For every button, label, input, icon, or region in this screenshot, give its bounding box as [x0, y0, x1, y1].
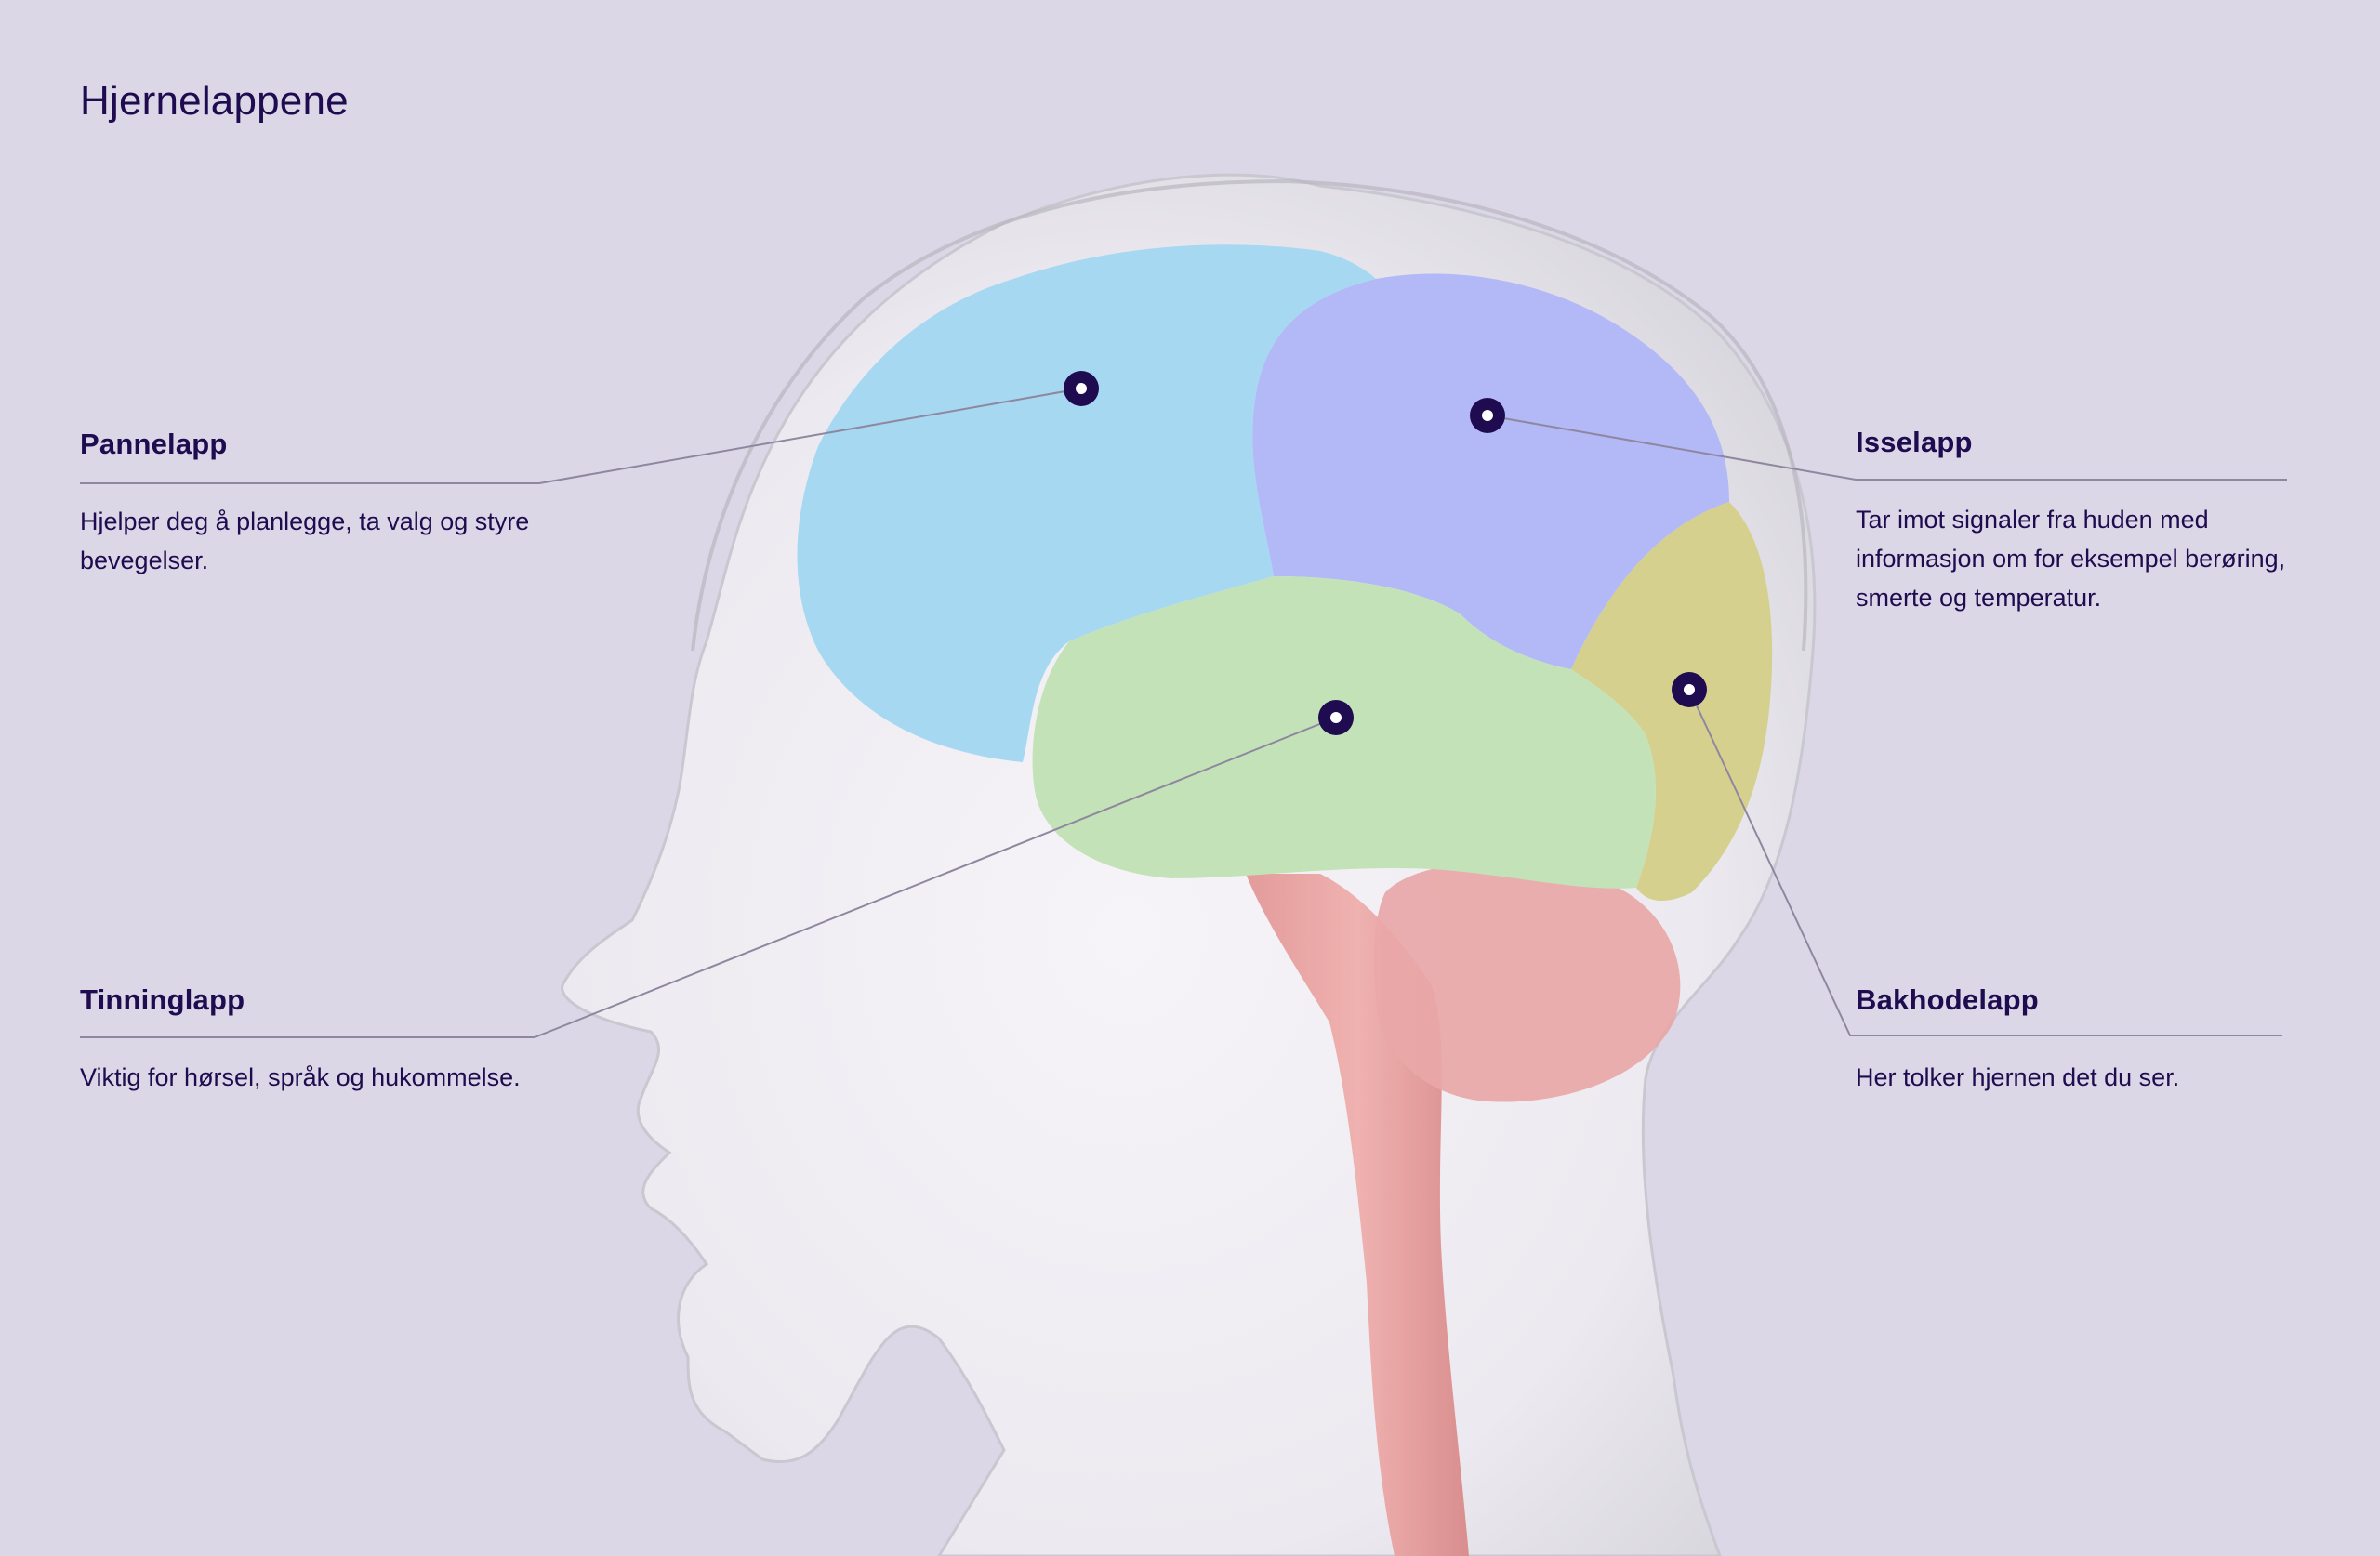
leader-lines: [80, 388, 2287, 1038]
marker-temporal[interactable]: [1318, 700, 1354, 735]
label-frontal: Pannelapp Hjelper deg å planlegge, ta va…: [80, 428, 563, 580]
lobe-name-occipital: Bakhodelapp: [1856, 983, 2039, 1016]
label-parietal: Isselapp Tar imot signaler fra huden med…: [1856, 426, 2339, 617]
lobe-description-occipital: Her tolker hjernen det du ser.: [1856, 1063, 2180, 1091]
cerebellum: [1374, 863, 1681, 1102]
marker-occipital[interactable]: [1672, 672, 1707, 707]
leader-line-occipital: [1688, 689, 2282, 1036]
lobe-description-parietal: Tar imot signaler fra huden med informas…: [1856, 506, 2286, 612]
page-title: Hjernelappene: [80, 78, 349, 124]
lobe-name-temporal: Tinninglapp: [80, 983, 245, 1016]
parietal-lobe: [1252, 273, 1729, 669]
frontal-lobe: [797, 244, 1376, 762]
skull-outline: [691, 178, 1808, 652]
lobe-description-temporal: Viktig for hørsel, språk og hukommelse.: [80, 1063, 521, 1091]
lobe-name-frontal: Pannelapp: [80, 428, 228, 460]
leader-line-frontal: [80, 388, 1082, 484]
leader-line-parietal: [1487, 415, 2287, 481]
marker-parietal[interactable]: [1470, 398, 1505, 433]
lobe-description-frontal: Hjelper deg å planlegge, ta valg og styr…: [80, 508, 530, 574]
lobe-name-parietal: Isselapp: [1856, 426, 1973, 458]
marker-frontal[interactable]: [1064, 371, 1099, 406]
leader-line-temporal: [80, 717, 1337, 1038]
label-occipital: Bakhodelapp Her tolker hjernen det du se…: [1856, 983, 2339, 1097]
label-temporal: Tinninglapp Viktig for hørsel, språk og …: [80, 983, 563, 1097]
occipital-lobe: [1571, 502, 1773, 902]
